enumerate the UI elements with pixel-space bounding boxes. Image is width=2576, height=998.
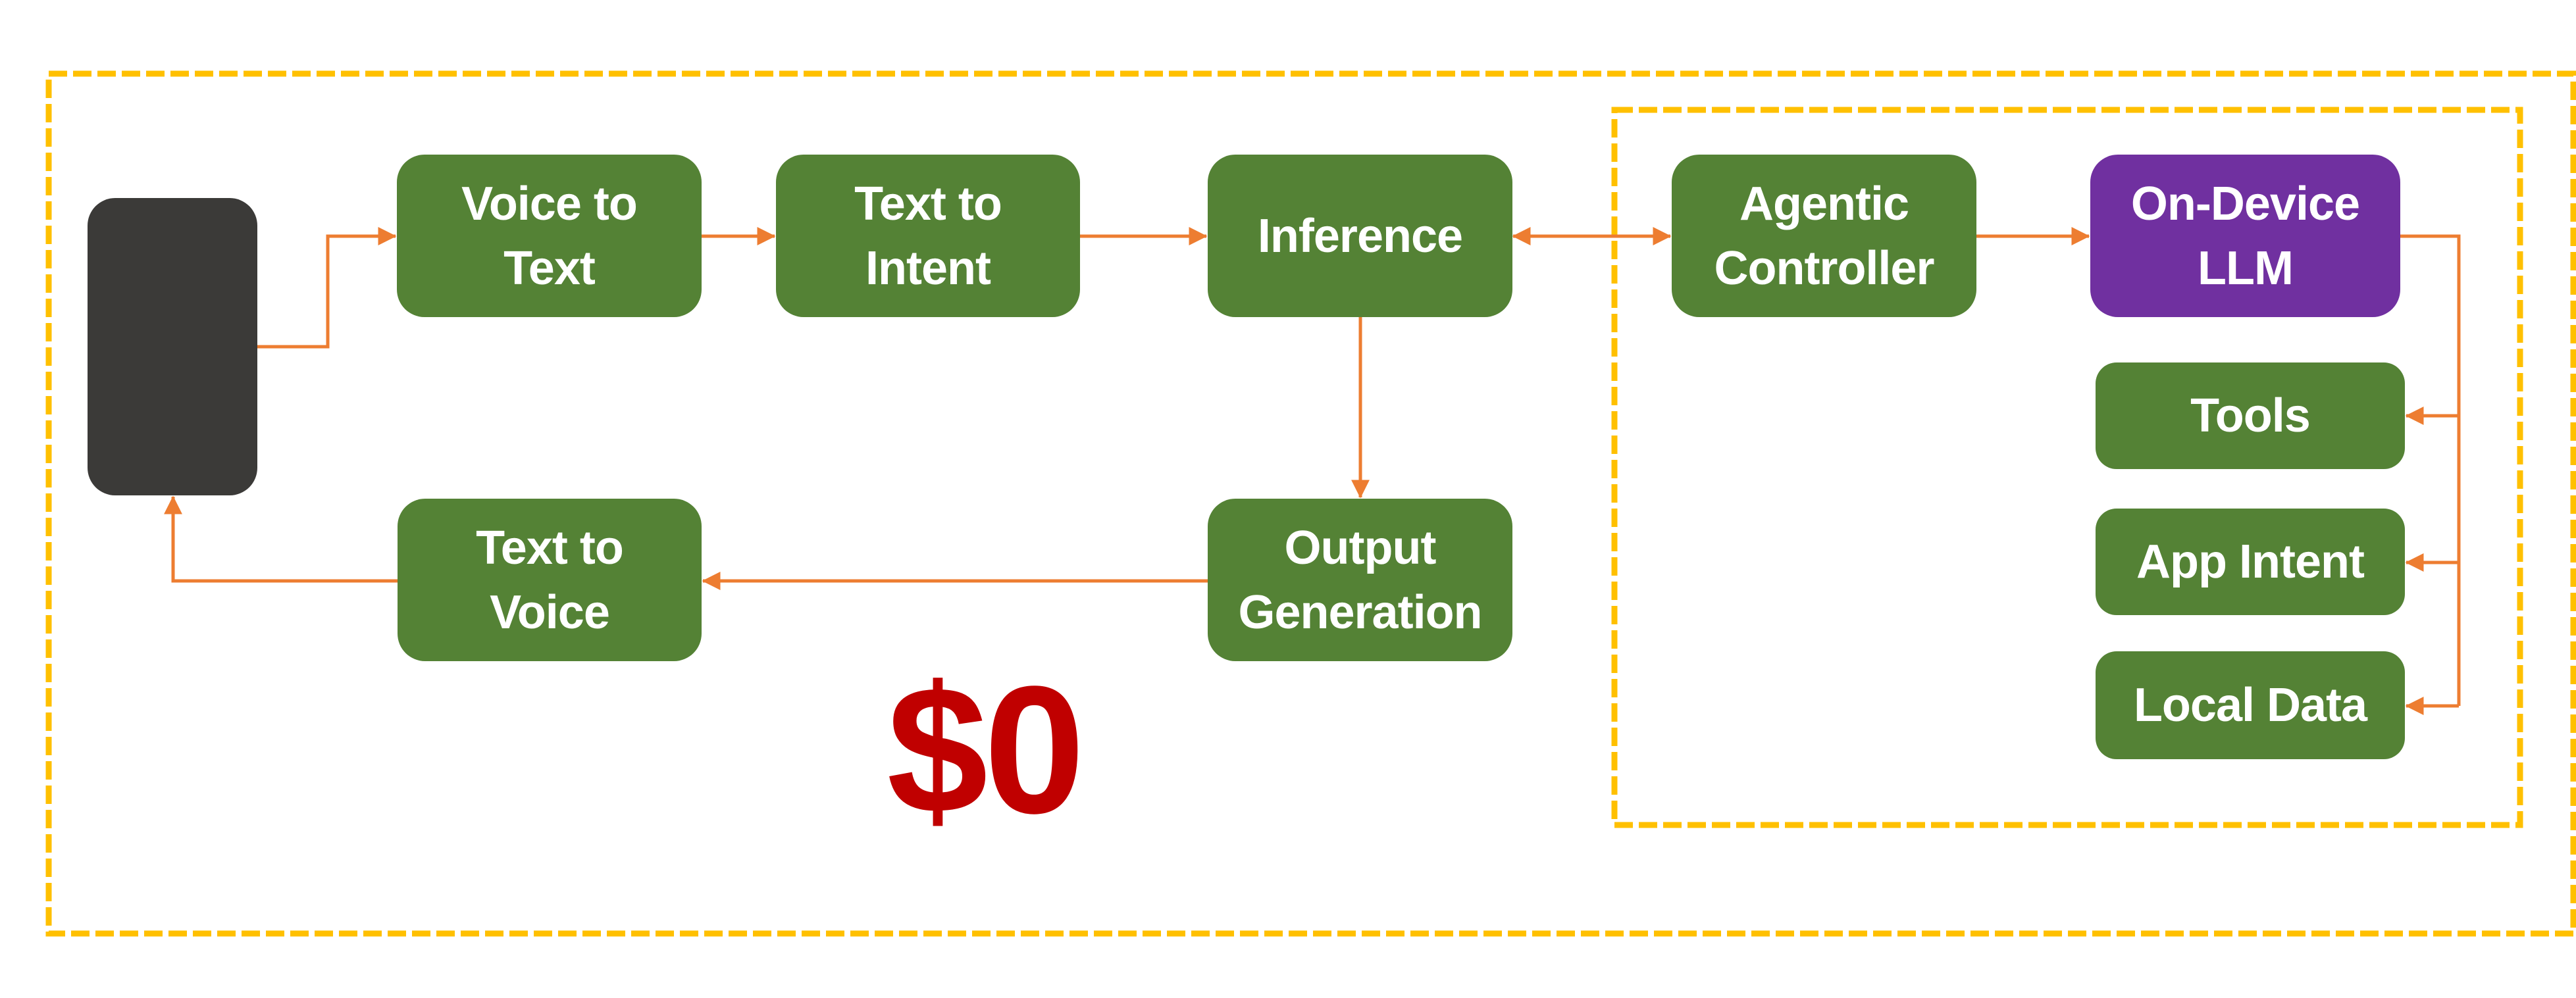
node-label: Text to Intent: [854, 177, 1002, 295]
node-tools[interactable]: Tools: [2096, 362, 2405, 469]
node-label: Inference: [1257, 209, 1463, 262]
node-inference[interactable]: Inference: [1208, 155, 1512, 317]
node-label: Voice to Text: [461, 177, 638, 295]
node-text-to-intent[interactable]: Text to Intent: [776, 155, 1080, 317]
cost-label: $0: [887, 649, 1085, 851]
node-label: Text to Voice: [476, 521, 624, 639]
node-label: Output Generation: [1238, 521, 1482, 639]
node-agentic-controller[interactable]: Agentic Controller: [1672, 155, 1976, 317]
smartphone-icon[interactable]: [88, 198, 257, 495]
edge-device-to-voice-to-text: [257, 227, 397, 349]
node-label: Agentic Controller: [1714, 177, 1934, 295]
node-label: On-Device LLM: [2130, 177, 2360, 295]
node-output-generation[interactable]: Output Generation: [1208, 499, 1512, 661]
edge-text-to-voice-to-device: [164, 495, 398, 583]
edge-llm-branch-trunk: [2400, 234, 2461, 706]
node-label: Local Data: [2133, 679, 2367, 732]
node-app-intent[interactable]: App Intent: [2096, 509, 2405, 615]
node-voice-to-text[interactable]: Voice to Text: [397, 155, 702, 317]
node-text-to-voice[interactable]: Text to Voice: [398, 499, 702, 661]
node-on-device-llm[interactable]: On-Device LLM: [2090, 155, 2400, 317]
node-label: App Intent: [2136, 536, 2365, 588]
node-local-data[interactable]: Local Data: [2096, 651, 2405, 759]
node-label: Tools: [2190, 389, 2311, 442]
